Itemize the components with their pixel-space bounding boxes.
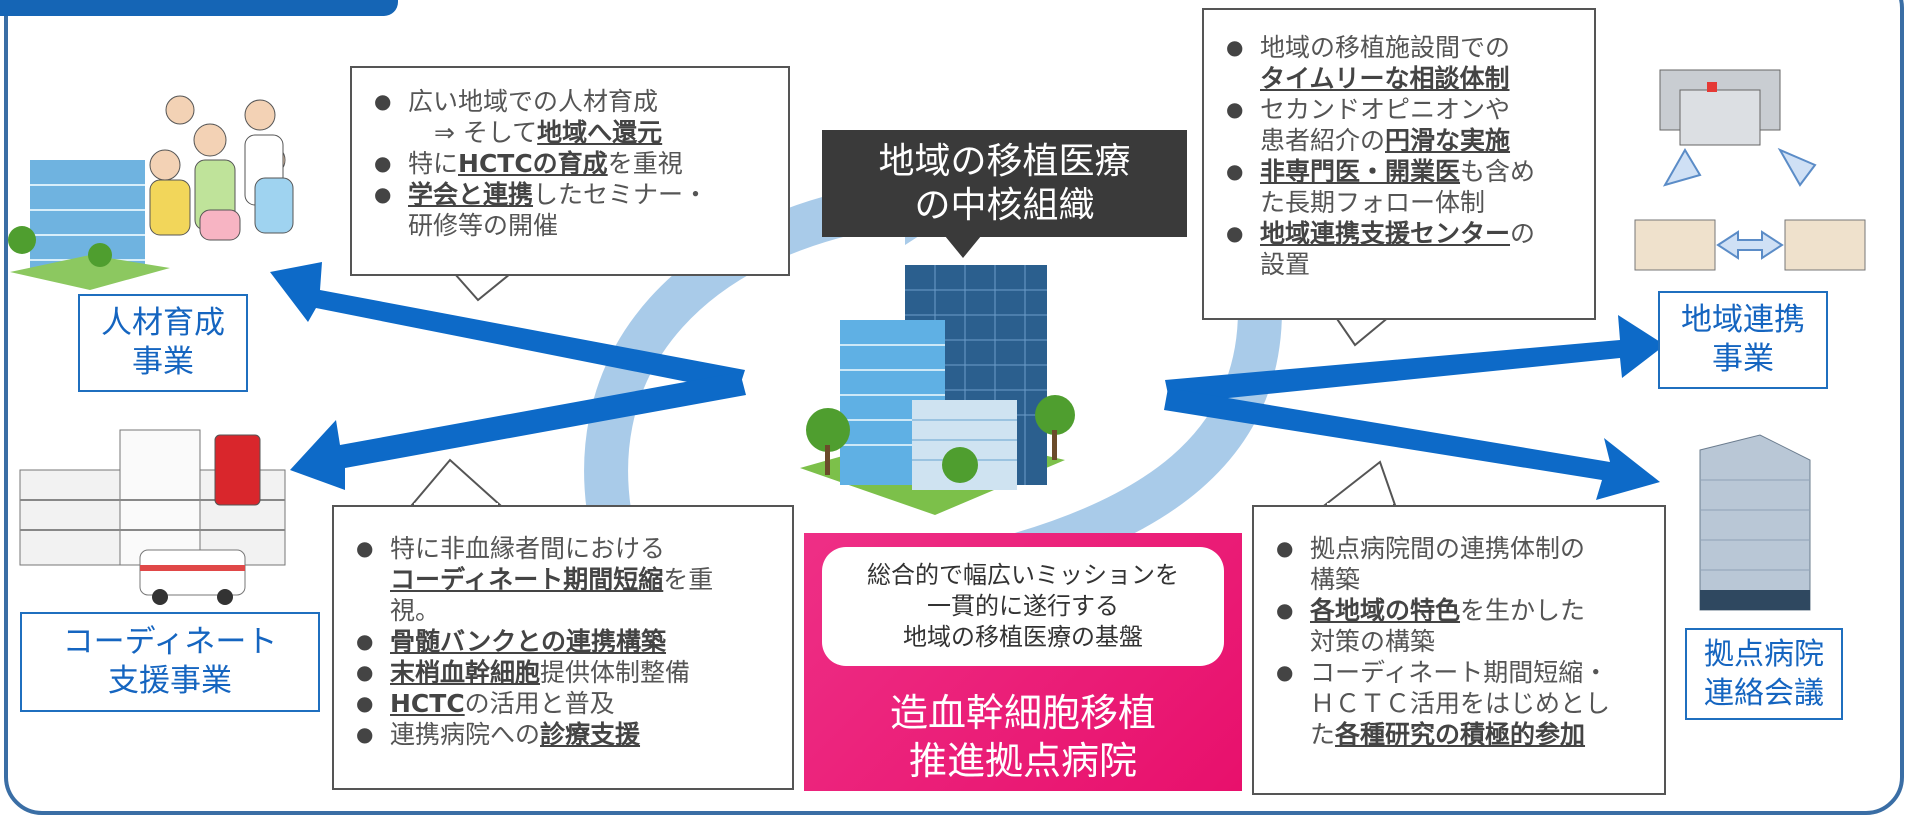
bullet-continuation: コーディネート期間短縮を重 xyxy=(390,565,714,594)
promotion-base-hospital-box: 総合的で幅広いミッションを 一貫的に遂行する 地域の移植医療の基盤 造血幹細胞移… xyxy=(804,533,1242,791)
label-line: コーディネート xyxy=(62,624,278,660)
bullet-continuation: 患者紹介の円滑な実施 xyxy=(1260,126,1511,155)
bullet-continuation: 対策の構築 xyxy=(1310,627,1436,656)
label-coordinate-support-project: コーディネート 支援事業 xyxy=(20,612,320,712)
hospital-name: 造血幹細胞移植 推進拠点病院 xyxy=(804,689,1242,785)
bubble-tail-top-left xyxy=(452,273,513,302)
bullet-item: 地域連携支援センターの xyxy=(1224,218,1574,249)
arrow-to-jinzai xyxy=(270,262,745,392)
label-line: 人材育成 xyxy=(101,305,225,341)
hospital-name-line2: 推進拠点病院 xyxy=(908,739,1137,783)
bullet-item: 拠点病院間の連携体制の xyxy=(1274,533,1644,564)
bullet-continuation: た各種研究の積極的参加 xyxy=(1310,720,1586,749)
bullet-continuation: 視。 xyxy=(390,596,441,625)
coordinate-illustration xyxy=(19,429,286,605)
bullet-item: 骨髄バンクとの連携構築 xyxy=(354,626,772,657)
arrow-to-kyoten xyxy=(1164,388,1660,500)
central-building-illustration xyxy=(800,265,1075,515)
bullet-continuation: ⇒ そして地域へ還元 xyxy=(434,118,663,147)
bullet-item: 地域の移植施設間での xyxy=(1224,32,1574,63)
bullet-continuation: 研修等の開催 xyxy=(408,211,559,240)
bullet-item: 非専門医・開業医も含め xyxy=(1224,156,1574,187)
bubble-tail-top-right xyxy=(1333,315,1393,347)
label-line: 拠点病院 xyxy=(1704,637,1824,672)
core-box-pointer xyxy=(945,236,981,258)
core-title-line2: の中核組織 xyxy=(914,184,1095,226)
bubble-coordinate-support: 特に非血縁者間における コーディネート期間短縮を重 視。 骨髄バンクとの連携構築… xyxy=(332,505,794,790)
label-line: 支援事業 xyxy=(108,663,232,699)
arrow-to-chiiki xyxy=(1165,315,1665,404)
bullet-item: コーディネート期間短縮・ xyxy=(1274,657,1644,688)
mission-line: 総合的で幅広いミッションを xyxy=(867,561,1179,589)
bullet-item: 学会と連携したセミナー・ xyxy=(372,179,768,210)
label-line: 事業 xyxy=(1712,341,1774,377)
mission-line: 一貫的に遂行する xyxy=(927,592,1119,620)
training-illustration xyxy=(8,95,294,290)
bullet-item: 広い地域での人材育成 xyxy=(372,86,768,117)
core-organization-box: 地域の移植医療 の中核組織 xyxy=(822,130,1187,237)
bullet-item: 特にHCTCの育成を重視 xyxy=(372,148,768,179)
bubble-regional-cooperation: 地域の移植施設間での タイムリーな相談体制 セカンドオピニオンや 患者紹介の円滑… xyxy=(1202,8,1596,320)
label-human-resources-project: 人材育成 事業 xyxy=(78,294,248,392)
bubble-base-hospital-meeting: 拠点病院間の連携体制の 構築 各地域の特色を生かした 対策の構築 コーディネート… xyxy=(1252,505,1666,795)
bullet-continuation: 構築 xyxy=(1310,565,1361,594)
bubble-tail-bottom-left xyxy=(409,458,503,506)
bullet-continuation: タイムリーな相談体制 xyxy=(1260,64,1510,93)
bullet-item: HCTCの活用と普及 xyxy=(354,688,772,719)
core-title-line1: 地域の移植医療 xyxy=(878,140,1131,182)
bullet-item: 特に非血縁者間における xyxy=(354,533,772,564)
bubble-human-resources: 広い地域での人材育成 ⇒ そして地域へ還元 特にHCTCの育成を重視 学会と連携… xyxy=(350,66,790,276)
bullet-item: 連携病院への診療支援 xyxy=(354,719,772,750)
hospital-name-line1: 造血幹細胞移植 xyxy=(889,691,1156,735)
label-line: 事業 xyxy=(132,344,194,380)
bullet-continuation: 設置 xyxy=(1260,250,1311,279)
arrow-to-coord xyxy=(290,372,746,490)
bullet-continuation: ＨＣＴＣ活用をはじめとし xyxy=(1310,689,1611,718)
base-hospital-tower-illustration xyxy=(1699,434,1811,611)
label-line: 連絡会議 xyxy=(1704,676,1824,711)
mission-box: 総合的で幅広いミッションを 一貫的に遂行する 地域の移植医療の基盤 xyxy=(822,547,1224,666)
bullet-item: 末梢血幹細胞提供体制整備 xyxy=(354,657,772,688)
label-line: 地域連携 xyxy=(1681,302,1805,338)
section-title-tab xyxy=(0,0,398,16)
bullet-item: 各地域の特色を生かした xyxy=(1274,595,1644,626)
bullet-item: セカンドオピニオンや xyxy=(1224,94,1574,125)
bubble-tail-bottom-right xyxy=(1322,460,1397,506)
label-regional-cooperation-project: 地域連携 事業 xyxy=(1658,291,1828,389)
label-base-hospital-meeting: 拠点病院 連絡会議 xyxy=(1685,628,1843,720)
bullet-continuation: た長期フォロー体制 xyxy=(1260,188,1486,217)
mission-line: 地域の移植医療の基盤 xyxy=(903,623,1143,651)
regional-hospitals-illustration xyxy=(1634,69,1866,271)
